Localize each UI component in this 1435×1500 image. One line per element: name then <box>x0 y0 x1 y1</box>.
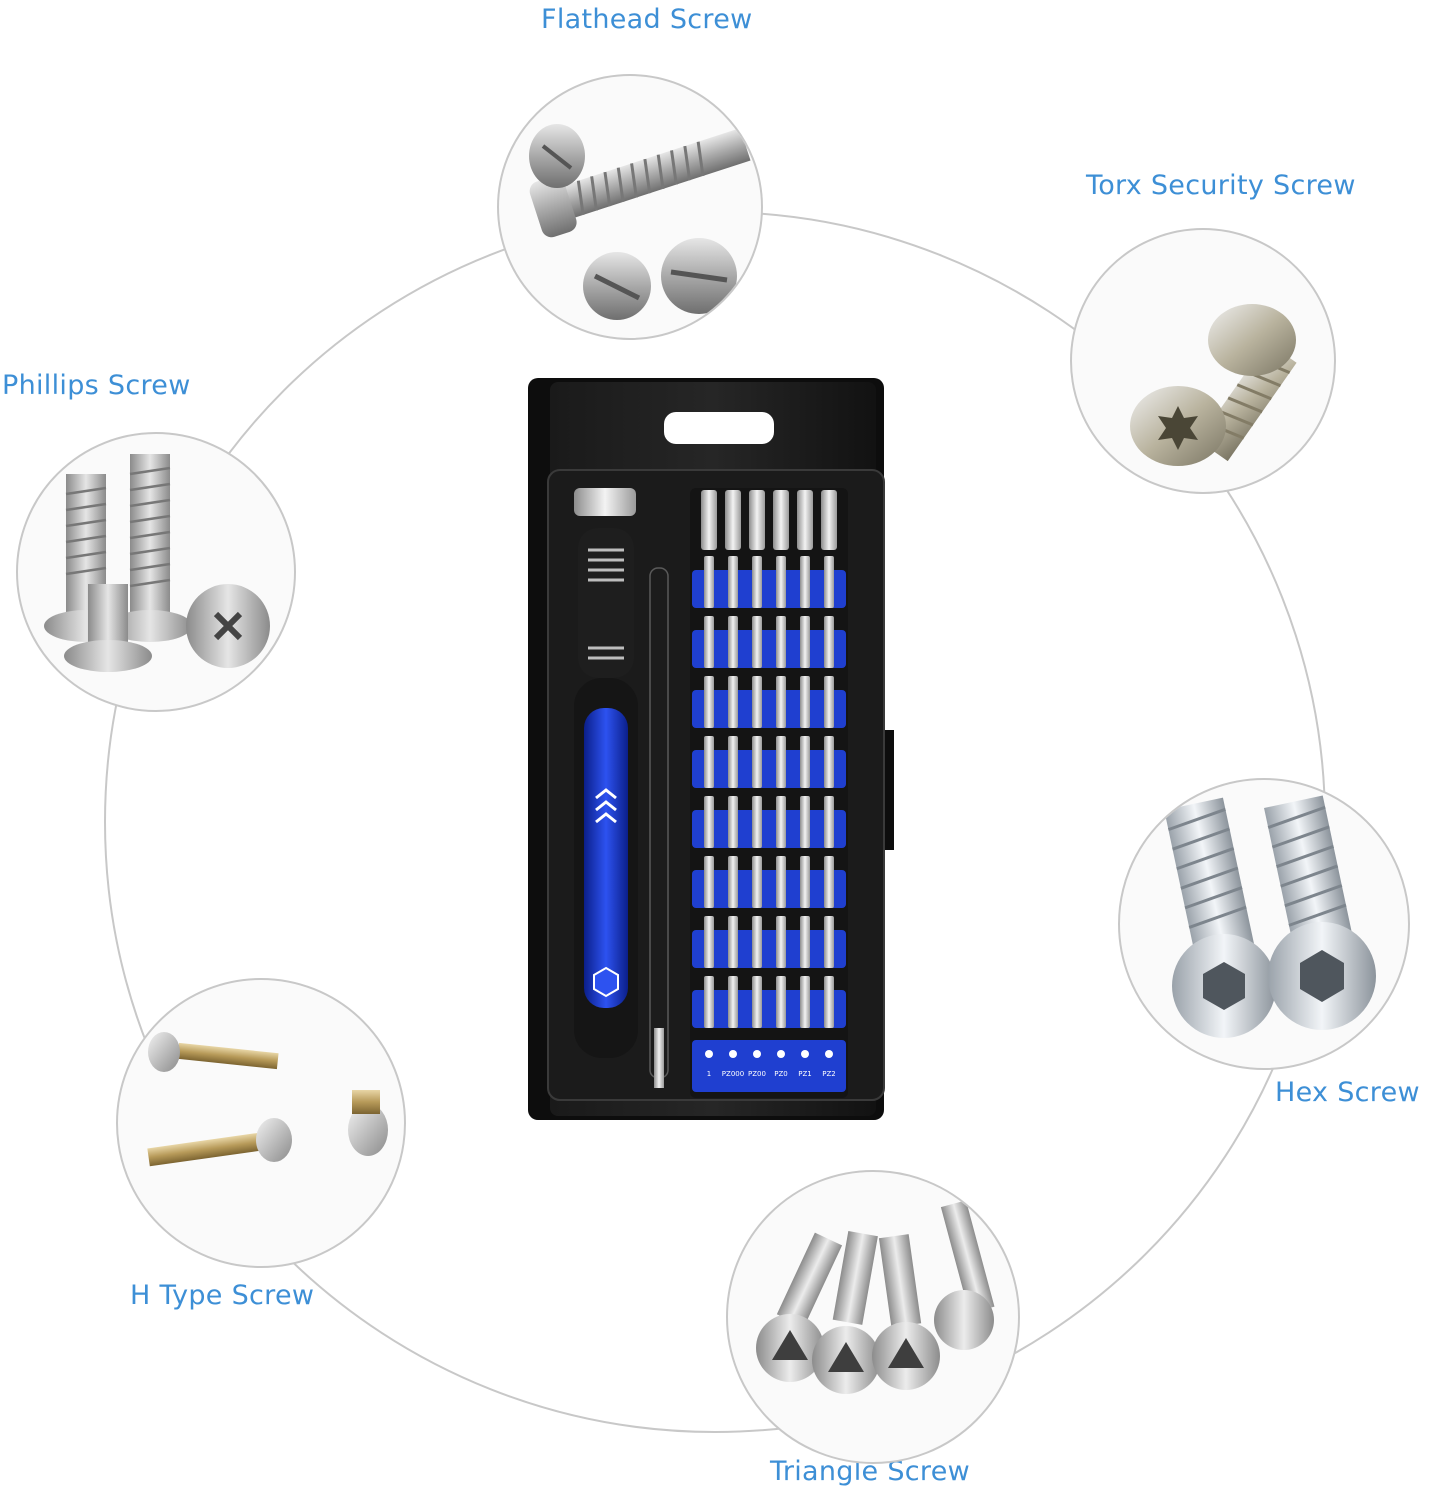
screwdriver-bit <box>800 796 810 848</box>
h-type-screw-label: H Type Screw <box>130 1280 315 1311</box>
screwdriver-bit <box>800 676 810 728</box>
bit-marking-label: PZ000 <box>722 1070 744 1078</box>
screwdriver-bit <box>800 736 810 788</box>
bit-marking-dot <box>777 1050 785 1058</box>
screwdriver-bit <box>824 556 834 608</box>
screwdriver-bit <box>776 916 786 968</box>
bit-socket <box>701 490 717 550</box>
screwdriver-bit <box>752 976 762 1028</box>
bit-marking-label: 1 <box>707 1070 711 1078</box>
screwdriver-bit <box>824 856 834 908</box>
torx-security-screw-label: Torx Security Screw <box>1086 170 1356 201</box>
screwdriver-bit <box>704 616 714 668</box>
screwdriver-bit <box>776 736 786 788</box>
screwdriver-bit <box>800 616 810 668</box>
bit-holder-row <box>692 750 846 788</box>
bit-socket <box>749 490 765 550</box>
screwdriver-bit <box>824 676 834 728</box>
screwdriver-bit <box>728 916 738 968</box>
screwdriver-bit <box>752 556 762 608</box>
hex-screw-photo <box>1118 778 1410 1070</box>
screwdriver-bit <box>752 796 762 848</box>
screwdriver-bit <box>824 736 834 788</box>
screwdriver-bit <box>824 616 834 668</box>
screwdriver-bit <box>776 616 786 668</box>
screwdriver-bit <box>752 916 762 968</box>
bit-marking-label: PZ2 <box>822 1070 835 1078</box>
h-type-screw-photo <box>116 978 406 1268</box>
screwdriver-bit <box>704 916 714 968</box>
flathead-screw-photo <box>497 74 763 340</box>
bit-holder-row <box>692 930 846 968</box>
bit-marking-dot <box>705 1050 713 1058</box>
screwdriver-bit <box>728 856 738 908</box>
bit-socket <box>797 490 813 550</box>
screwdriver-bit <box>752 736 762 788</box>
bit-marking-dot <box>753 1050 761 1058</box>
screwdriver-bit <box>800 856 810 908</box>
screwdriver-bit <box>824 916 834 968</box>
screwdriver-bit <box>704 796 714 848</box>
screwdriver-bit <box>776 676 786 728</box>
bit-marking-dot <box>729 1050 737 1058</box>
screwdriver-bit <box>704 976 714 1028</box>
screwdriver-bit <box>776 856 786 908</box>
hex-screw-label: Hex Screw <box>1275 1077 1420 1108</box>
screwdriver-bit <box>776 976 786 1028</box>
screwdriver-bit <box>728 616 738 668</box>
screwdriver-bit <box>728 676 738 728</box>
screwdriver-bit <box>752 676 762 728</box>
screwdriver-bit <box>704 556 714 608</box>
screwdriver-bit <box>776 556 786 608</box>
screwdriver-bit <box>728 796 738 848</box>
screwdriver-bit <box>728 976 738 1028</box>
flathead-screw-label: Flathead Screw <box>541 4 753 35</box>
bit-holder-row <box>692 570 846 608</box>
screwdriver-bit <box>800 916 810 968</box>
bit-socket <box>773 490 789 550</box>
bit-marking-label: PZ0 <box>774 1070 787 1078</box>
bit-holder-row <box>692 990 846 1028</box>
screwdriver-bit <box>728 736 738 788</box>
screwdriver-bit <box>752 856 762 908</box>
bit-holder-row <box>692 870 846 908</box>
screwdriver-bit <box>704 676 714 728</box>
screwdriver-bit <box>776 796 786 848</box>
bit-holder-row <box>692 690 846 728</box>
phillips-screw-label: Phillips Screw <box>2 370 191 401</box>
screwdriver-bit <box>728 556 738 608</box>
bit-holder-row <box>692 810 846 848</box>
screwdriver-bit <box>752 616 762 668</box>
bit-socket <box>821 490 837 550</box>
screwdriver-bit <box>800 556 810 608</box>
triangle-screw-photo <box>726 1170 1020 1464</box>
screwdriver-bit <box>800 976 810 1028</box>
screwdriver-kit-case: 1 PZ000 PZ00 PZ0 PZ1 PZ2 <box>528 378 894 1120</box>
bit-marking-dot <box>825 1050 833 1058</box>
bit-holder-row <box>692 630 846 668</box>
phillips-screw-photo <box>16 432 296 712</box>
bit-marking-label: PZ1 <box>798 1070 811 1078</box>
bit-marking-dot <box>801 1050 809 1058</box>
screwdriver-bit <box>704 736 714 788</box>
bit-marking-label: PZ00 <box>748 1070 766 1078</box>
screwdriver-bit <box>824 796 834 848</box>
screwdriver-bit <box>824 976 834 1028</box>
screwdriver-bit <box>704 856 714 908</box>
bit-socket <box>725 490 741 550</box>
torx-security-screw-photo <box>1070 228 1336 494</box>
